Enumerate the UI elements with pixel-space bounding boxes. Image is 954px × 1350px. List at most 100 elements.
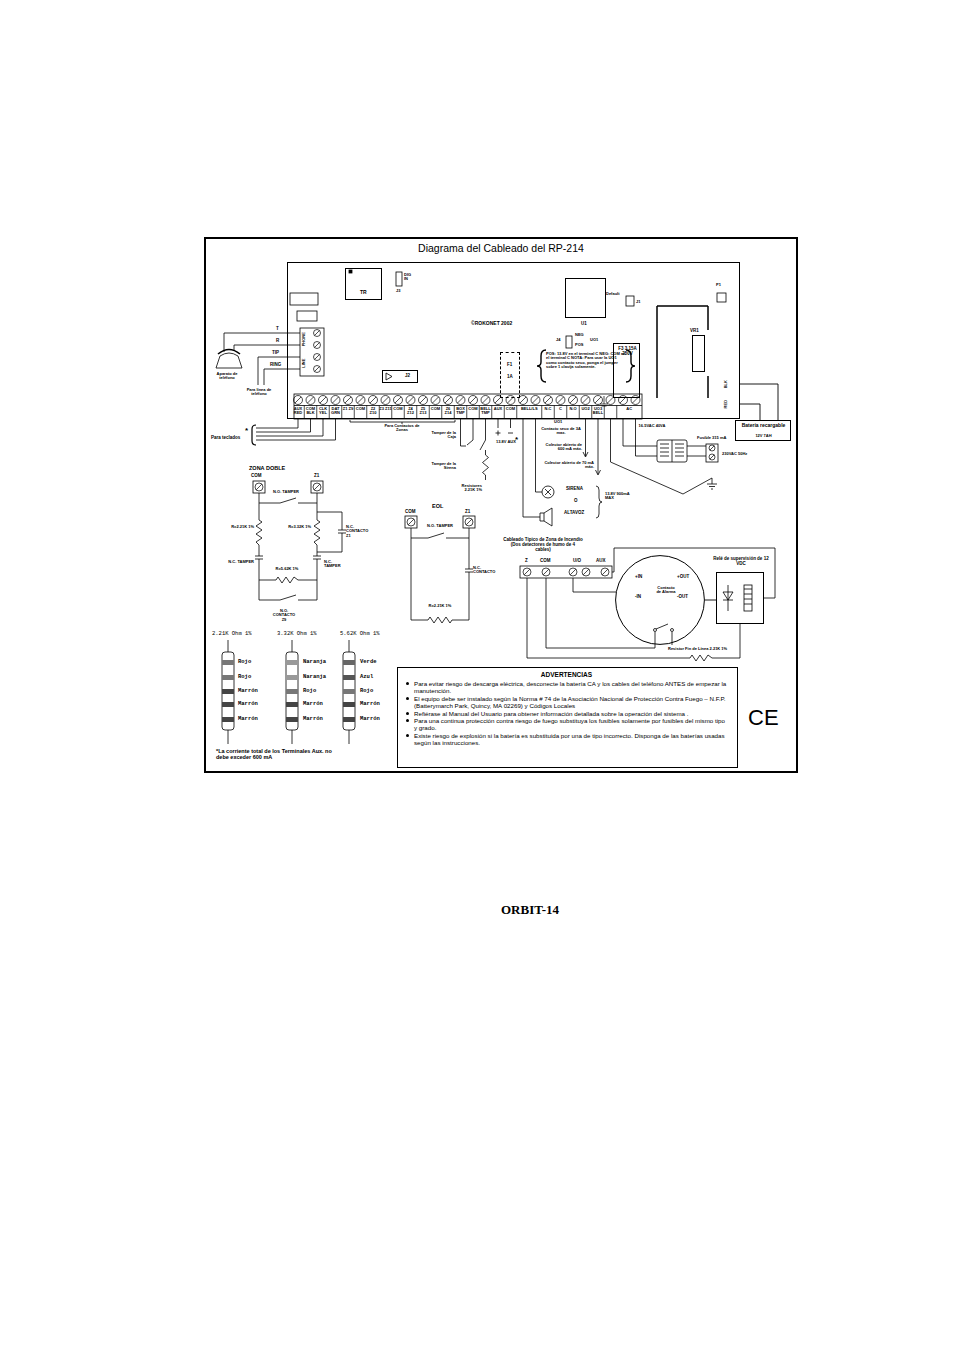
screw-slot [314,484,320,490]
box-heading: ADVERTENCIAS [404,671,729,679]
terminal-screw [314,342,321,349]
box-label: VR1 [690,329,699,334]
wiring-label: Contacto seco de 3A max. [541,427,581,436]
screw-slot [545,397,551,403]
terminal-screw [294,396,303,405]
screw-slot [570,397,576,403]
wiring-label: O [574,499,578,504]
zone-circuit-label: N.O. TAMPER [425,524,455,528]
double-zone-circuit [253,481,346,600]
wiring-label: Colector abierto de 600 mA máx. [538,443,582,452]
color-band-label: Marrón [238,716,258,722]
terminal-screw [314,330,321,337]
terminal-screw [314,366,321,373]
terminal-label: AUX RED [292,407,305,416]
zone-circuit-label: Z1 [314,474,319,479]
color-band-label: Marrón [303,701,323,707]
terminal-screw [494,396,503,405]
wiring-label: ALTAVOZ [564,511,584,516]
terminal-label: DAT GRN [329,407,342,416]
terminal-cell-divider [516,406,517,420]
terminal-screw [506,396,515,405]
terminal-cell-divider [466,406,467,420]
zone-circuit-label: COM [405,510,416,515]
terminal-cell-divider [541,406,542,420]
wiring-label: 230VAC 50Hz [722,452,748,456]
terminal-label: Z4 Z12 [404,407,417,416]
terminal-screw [456,396,465,405]
terminal-screw [619,396,628,405]
wiring-label: POS [575,343,583,347]
warning-item: Para evitar riesgo de descarga eléctrica… [404,680,729,695]
warning-item: Refiérase al Manual del Usuario para obt… [404,710,729,717]
screw-slot [432,397,438,403]
box-label: TR [360,290,367,296]
terminal-cell-divider [441,406,442,420]
terminal-screw [581,396,590,405]
wire-connector [740,384,778,420]
terminal-screw [344,396,353,405]
terminal-label: AUX [492,407,505,411]
diagram-title: Diagrama del Cableado del RP-214 [205,243,797,255]
color-band-label: Rojo [303,688,316,694]
screw-slot [520,397,526,403]
wiring-label: 13.8V AUX [496,440,516,444]
board-parts [290,270,726,398]
wiring-label: RING [270,363,281,368]
wiring-label: * [245,427,248,436]
wiring-label: Colector abierto de 70 mA máx. [538,461,594,470]
box-label: J2 [405,374,410,379]
terminal-cell-divider [479,406,480,420]
jumper-note: POS: 13.8V en el terminal C NEG: COM en … [546,352,628,370]
zone-circuit-label: N.C. TAMPER [324,560,348,569]
terminal-screw [531,396,540,405]
terminal-cell-divider [604,406,605,420]
box-label: Relé de supervisión de 12 VDC [713,557,769,567]
terminal-cell-divider [504,406,505,420]
warning-item: Para una continua protección contra ries… [404,717,729,732]
terminal-cell-divider [491,406,492,420]
terminal-label: Z5 Z13 [417,407,430,416]
color-band-label: Marrón [360,701,380,707]
battery-box: Batería recargable12V 7AH [735,420,791,441]
box-label: Batería recargable [737,423,790,429]
terminal-label: BELL/LS [517,407,542,411]
terminal-cell-divider [616,406,617,420]
wiring-label: * [515,436,518,445]
wiring-label: UO1 [590,338,598,342]
screw-slot [532,397,538,403]
keypad-wires [252,419,336,445]
terminal-screw [594,396,603,405]
fuse-box: F11A [500,352,520,398]
wiring-label: Resistor Fin de Línea 2.21K 1% [668,647,727,651]
terminal-screw [481,396,490,405]
wire-connector [740,404,760,420]
box-label: F3 3.15A 250V [615,347,640,357]
fuse-box: F3 3.15A 250V [613,343,640,398]
terminal-cell-divider [566,406,567,420]
wiring-label: J1 [636,300,640,304]
box-text: +OUT [677,575,689,580]
screw-slot [295,397,301,403]
terminal-label: COM BLK [304,407,317,416]
chip-box: U1 [565,278,606,318]
screw-slot [320,397,326,403]
terminal-screw [465,518,473,526]
screw-slot [583,569,589,575]
box-label: U1 [581,322,587,327]
wiring-label: 13.8V 900mA MAX [605,492,635,501]
terminal-label: UO2 [579,407,592,411]
terminal-label: COM [504,407,517,411]
eol-zone-circuit [405,516,475,623]
wiring-label: COM [540,559,551,564]
zone-circuit-label: R=2.21K 1% [222,525,254,529]
zone-circuit-label: N.O. TAMPER [272,490,300,494]
terminal-cell-divider [316,406,317,420]
screw-slot [710,446,714,450]
color-band-label: Rojo [238,659,251,665]
siren-speaker [523,419,602,526]
terminal-label: BOX TMP [454,407,467,416]
terminal-screw [369,396,378,405]
terminal-label: Z6 Z14 [442,407,455,416]
box-text: -OUT [677,595,688,600]
